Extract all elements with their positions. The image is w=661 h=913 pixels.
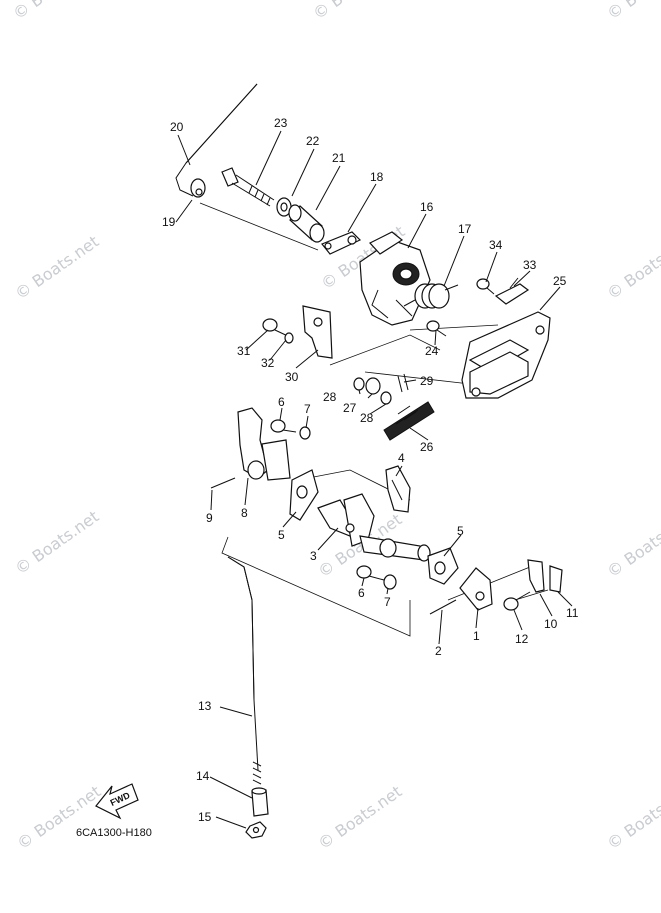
watermark: © Boats.net — [314, 782, 405, 854]
pin — [210, 477, 236, 489]
callout-7-lower: 7 — [384, 595, 391, 609]
callout-4: 4 — [398, 451, 405, 465]
shaft-bracket — [385, 465, 411, 513]
small-bracket — [527, 559, 563, 593]
callout-34: 34 — [489, 238, 503, 252]
collar — [288, 204, 325, 243]
washer — [276, 197, 292, 217]
bushing — [427, 547, 459, 585]
lever-bolt — [270, 419, 311, 440]
callout-22: 22 — [306, 134, 320, 148]
callout-30: 30 — [285, 370, 299, 384]
leader-lines — [175, 130, 573, 829]
nut — [245, 821, 267, 839]
callout-20: 20 — [170, 120, 184, 134]
callout-15: 15 — [198, 810, 212, 824]
callout-7-upper: 7 — [304, 402, 311, 416]
watermark: © Boats.net — [11, 232, 102, 304]
callout-labels: 1 2 3 4 5 5 6 6 7 7 8 9 10 11 12 13 14 1… — [162, 116, 579, 824]
callout-23: 23 — [274, 116, 288, 130]
mount-plate — [302, 305, 333, 359]
torsion-spring — [403, 283, 459, 309]
pin — [429, 599, 457, 615]
throttle-cam — [359, 231, 431, 326]
cam-bracket — [461, 311, 551, 399]
callout-32: 32 — [261, 356, 275, 370]
callout-5-lower: 5 — [457, 524, 464, 538]
shift-rod — [227, 556, 262, 785]
watermark: © Boats.net — [603, 232, 661, 304]
callout-8: 8 — [241, 506, 248, 520]
callout-11: 11 — [566, 606, 579, 620]
link-lever — [459, 567, 493, 611]
watermark: © Boats.net — [11, 507, 102, 579]
diagram-code: 6CA1300-H180 — [76, 827, 152, 839]
cable-clip — [494, 277, 530, 305]
callout-12: 12 — [515, 632, 529, 646]
watermark: © Boats.net — [603, 782, 661, 854]
callout-1: 1 — [473, 629, 480, 643]
callout-31: 31 — [237, 344, 251, 358]
rod-joint — [190, 178, 206, 198]
throttle-rod — [175, 83, 258, 197]
watermark: © Boats.net — [603, 0, 661, 23]
watermark-layer: © Boats.net © Boats.net © Boats.net © Bo… — [9, 0, 661, 853]
callout-13: 13 — [198, 699, 212, 713]
callout-29: 29 — [420, 374, 434, 388]
callout-26: 26 — [420, 440, 434, 454]
shift-shaft — [317, 493, 431, 562]
callout-28-right: 28 — [360, 411, 374, 425]
callout-24: 24 — [425, 344, 439, 358]
lever-bolt — [503, 591, 531, 611]
callout-21: 21 — [332, 151, 346, 165]
small-washers — [353, 373, 409, 405]
watermark: © Boats.net — [9, 0, 100, 23]
callout-3: 3 — [310, 549, 317, 563]
callout-19: 19 — [162, 215, 176, 229]
callout-9: 9 — [206, 511, 213, 525]
callout-25: 25 — [553, 274, 567, 288]
callout-6-lower: 6 — [358, 586, 365, 600]
callout-2: 2 — [435, 644, 442, 658]
slider-block — [383, 401, 435, 441]
callout-18: 18 — [370, 170, 384, 184]
watermark: © Boats.net — [309, 0, 400, 23]
long-bolt — [221, 167, 275, 207]
callout-10: 10 — [544, 617, 558, 631]
watermark: © Boats.net — [13, 782, 104, 854]
fwd-arrow-icon: FWD — [95, 783, 139, 820]
watermark: © Boats.net — [603, 510, 661, 582]
rod-coupling — [251, 787, 269, 817]
bushing — [289, 469, 319, 521]
link-arm — [321, 231, 362, 255]
callout-16: 16 — [420, 200, 434, 214]
callout-33: 33 — [523, 258, 537, 272]
callout-6-upper: 6 — [278, 395, 285, 409]
callout-27: 27 — [343, 401, 357, 415]
callout-5-upper: 5 — [278, 528, 285, 542]
callout-14: 14 — [196, 769, 210, 783]
screw — [476, 278, 495, 295]
shift-lever — [237, 407, 291, 481]
plate-bolt — [262, 318, 294, 344]
callout-28-left: 28 — [323, 390, 337, 404]
bolt — [426, 320, 447, 337]
callout-17: 17 — [458, 222, 472, 236]
